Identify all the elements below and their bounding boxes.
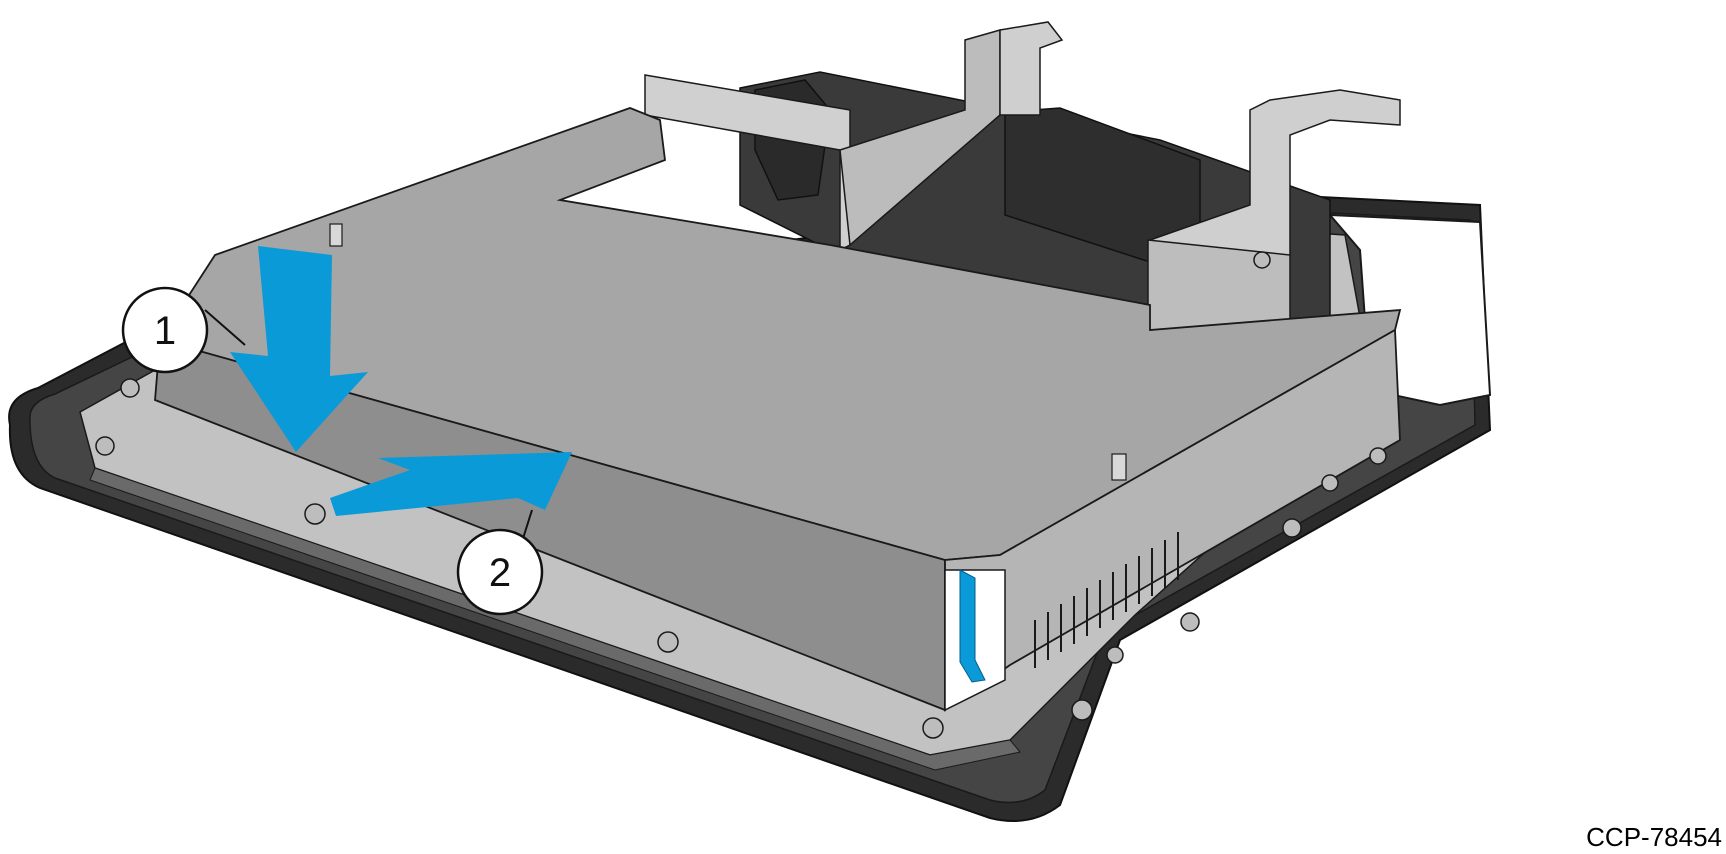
bracket-left-tab xyxy=(999,21,1064,116)
figure-code: CCP-78454 xyxy=(1586,822,1722,852)
arrow-step-2-right xyxy=(330,452,572,516)
callout-1: 1 xyxy=(121,286,246,374)
screw xyxy=(1106,646,1124,664)
callout-1-circle xyxy=(121,286,209,374)
screw xyxy=(1071,699,1093,721)
blue-latch xyxy=(959,569,986,683)
callout-2-number: 2 xyxy=(489,551,511,595)
callout-1-number: 1 xyxy=(154,309,176,353)
screw xyxy=(304,503,326,525)
screw xyxy=(1369,447,1387,465)
callout-2: 2 xyxy=(456,509,544,616)
arrow-step-1-down xyxy=(230,246,368,452)
callout-2-circle xyxy=(456,528,544,616)
screw xyxy=(1180,612,1200,632)
vent-slots xyxy=(1034,532,1179,668)
screw xyxy=(1253,251,1271,269)
screw xyxy=(120,378,140,398)
chassis-lower-rail xyxy=(89,467,1021,771)
screws xyxy=(95,251,1387,739)
screw xyxy=(657,631,679,653)
screw xyxy=(95,436,115,456)
standoff-pin xyxy=(329,223,343,247)
callout-1-leader xyxy=(204,309,246,346)
screw xyxy=(922,717,944,739)
metal-cover xyxy=(154,107,1402,712)
screw xyxy=(1282,518,1302,538)
screw xyxy=(1321,474,1339,492)
standoff-pin xyxy=(1111,453,1127,481)
